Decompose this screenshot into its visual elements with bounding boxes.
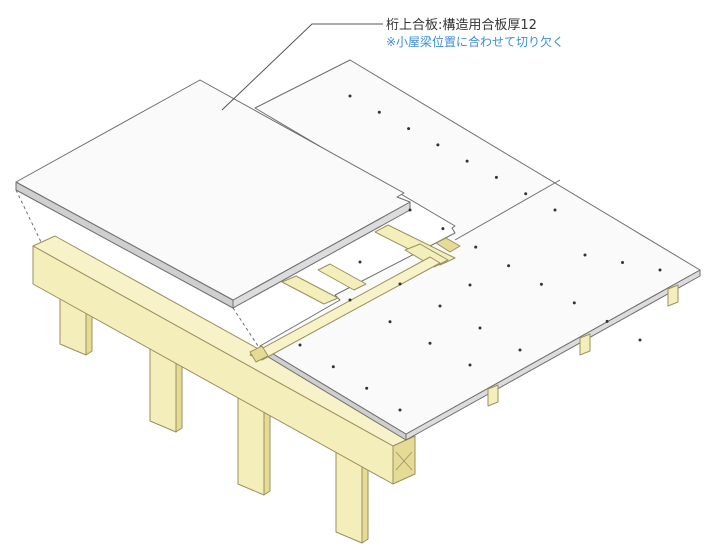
- nail: [572, 301, 576, 305]
- nail: [553, 208, 557, 212]
- nails: [298, 94, 662, 412]
- nail: [436, 143, 440, 147]
- notch-block: [249, 345, 269, 363]
- nail: [331, 365, 335, 369]
- exposed-joists: [249, 224, 461, 363]
- plywood-label: 桁上合板:構造用合板厚12: [386, 18, 537, 33]
- leader-line: [221, 23, 383, 111]
- nail: [388, 320, 392, 324]
- nail: [621, 261, 624, 264]
- nail: [507, 264, 511, 268]
- deck-support-blocks: [487, 284, 679, 407]
- nail: [428, 341, 432, 345]
- nail: [494, 175, 498, 179]
- nail: [398, 282, 402, 286]
- nail: [441, 227, 445, 231]
- short-joist: [317, 263, 367, 291]
- nail: [524, 192, 528, 196]
- short-joist: [281, 275, 339, 305]
- nail: [465, 159, 469, 163]
- nail: [348, 94, 352, 98]
- cutout-note: ※小屋梁位置に合わせて切り欠く: [386, 35, 565, 49]
- nail: [518, 348, 522, 352]
- nail: [358, 260, 362, 264]
- deck-top: [254, 59, 701, 435]
- beam-end-grain: [395, 451, 413, 471]
- nail: [478, 326, 482, 330]
- nail: [638, 338, 642, 342]
- nail: [398, 408, 402, 412]
- nail: [377, 110, 381, 114]
- right-plywood-deck: [254, 59, 701, 441]
- sheet-top: [15, 79, 411, 301]
- nail: [298, 343, 302, 347]
- nail: [658, 268, 662, 272]
- nail: [468, 283, 472, 287]
- nail: [474, 245, 478, 249]
- post-4: [335, 444, 369, 544]
- nail: [348, 298, 352, 302]
- notch-block: [435, 237, 461, 253]
- nail: [365, 386, 369, 390]
- nail: [468, 363, 472, 367]
- nail: [539, 282, 543, 286]
- deck-panel-joint: [454, 179, 561, 241]
- nail: [438, 304, 442, 308]
- nail: [408, 208, 412, 212]
- nail: [407, 127, 411, 131]
- nail: [605, 319, 609, 323]
- upper-plywood-sheet: [15, 79, 411, 309]
- main-beam: [32, 235, 416, 485]
- nail: [583, 253, 587, 257]
